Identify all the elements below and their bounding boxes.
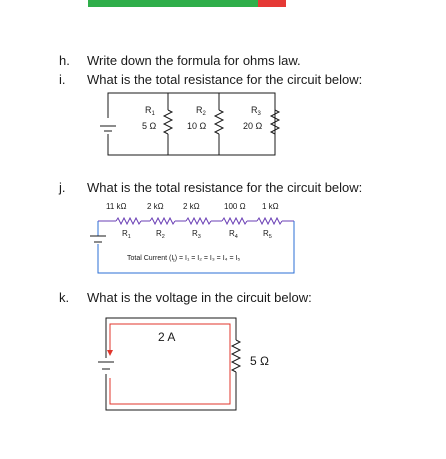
question-letter: h. (59, 53, 70, 68)
question-text: Write down the formula for ohms law. (87, 53, 301, 68)
resistor-r1-name: R1 (122, 229, 131, 240)
resistor-r2-value: 10 Ω (187, 121, 207, 131)
resistor-r3-name: R3 (192, 229, 201, 240)
question-letter: j. (59, 180, 66, 195)
question-letter: i. (59, 72, 66, 87)
resistor-r3-value: 2 kΩ (183, 202, 200, 211)
current-label: 2 A (158, 330, 175, 344)
resistor-r2-value: 2 kΩ (147, 202, 164, 211)
resistor-r4-name: R4 (229, 229, 238, 240)
resistor-r3-name: R3 (251, 105, 262, 117)
top-color-bar (88, 0, 286, 7)
resistor-r3-value: 20 Ω (243, 121, 263, 131)
arrow-down-icon (107, 350, 113, 356)
resistor-r1-name: R1 (145, 105, 156, 117)
resistor-r1-value: 5 Ω (142, 121, 157, 131)
resistor-r5-name: R5 (263, 229, 272, 240)
question-text: What is the total resistance for the cir… (87, 72, 363, 87)
resistor-r2-name: R2 (196, 105, 207, 117)
question-letter: k. (59, 290, 70, 305)
resistance-label: 5 Ω (250, 354, 269, 368)
resistor-r2-name: R2 (156, 229, 165, 240)
resistor-r1-value: 11 kΩ (106, 202, 127, 211)
question-text: What is the total resistance for the cir… (87, 180, 363, 195)
resistor-r4-value: 100 Ω (224, 202, 246, 211)
total-current-label: Total Current (It) = I₁ = I₂ = I₃ = I₄ =… (127, 255, 240, 264)
question-text: What is the voltage in the circuit below… (87, 290, 312, 305)
resistor-r5-value: 1 kΩ (262, 202, 279, 211)
